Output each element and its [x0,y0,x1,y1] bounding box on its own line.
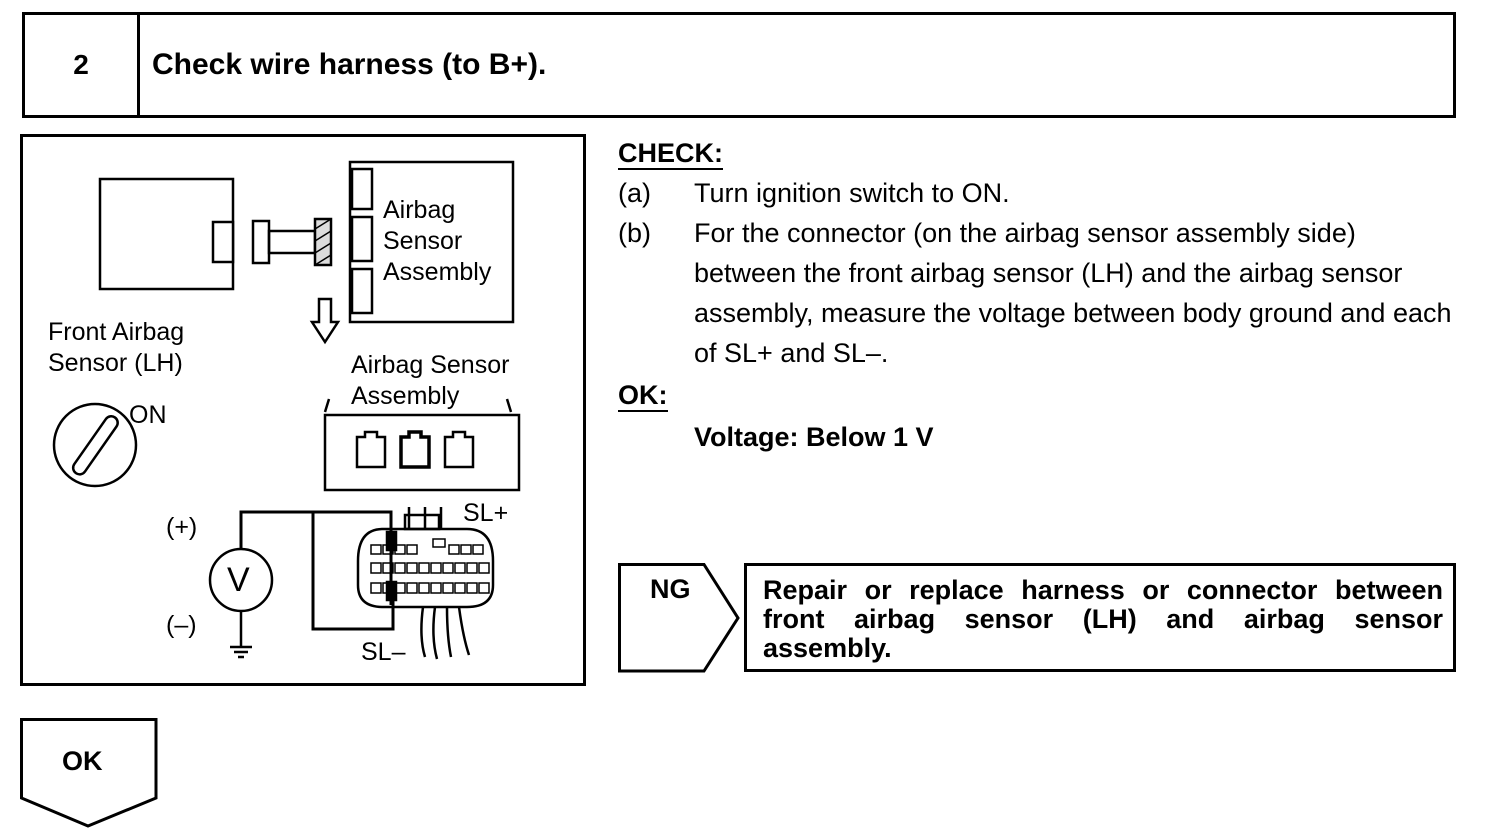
ng-label: NG [650,574,691,604]
step-label: (a) [618,178,651,208]
positive-lead-label: (+) [166,513,198,541]
ignition-on-label: ON [129,401,167,429]
airbag-sensor-assembly-box-label: Airbag Sensor Assembly [383,196,492,286]
voltmeter-label: V [227,561,250,599]
sl-plus-label: SL+ [463,499,509,527]
ok-heading: OK: [618,380,668,412]
step-text: For the connector (on the airbag sensor … [694,218,1452,368]
ok-arrow-shape [20,718,158,828]
airbag-sensor-assembly-label: Airbag Sensor Assembly [351,351,510,410]
ng-arrow-shape [618,563,740,673]
wiring-illustration: Airbag Sensor Assembly Front Airbag Sens… [20,134,586,686]
check-heading: CHECK: [618,138,723,170]
ng-action: Repair or replace harness or connector b… [744,563,1456,672]
step-header: 2 Check wire harness (to B+). [22,12,1456,118]
ok-spec: Voltage: Below 1 V [694,422,934,452]
step-number: 2 [25,15,140,115]
ignition-key-shape [52,402,138,488]
negative-lead-label: (–) [166,611,197,639]
check-procedure: CHECK: (a) Turn ignition switch to ON. (… [618,133,1460,457]
ok-label: OK [62,746,103,776]
airbag-sensor-assembly-shape [348,160,515,324]
step-label: (b) [618,218,651,248]
sl-minus-label: SL– [361,638,406,666]
illustration-drawing [52,160,521,660]
front-airbag-sensor-label: Front Airbag Sensor (LH) [48,318,185,377]
step-title: Check wire harness (to B+). [152,48,547,81]
step-a: (a) Turn ignition switch to ON. [618,173,1460,213]
step-b: (b) For the connector (on the airbag sen… [618,213,1460,373]
step-text: Turn ignition switch to ON. [694,178,1010,208]
